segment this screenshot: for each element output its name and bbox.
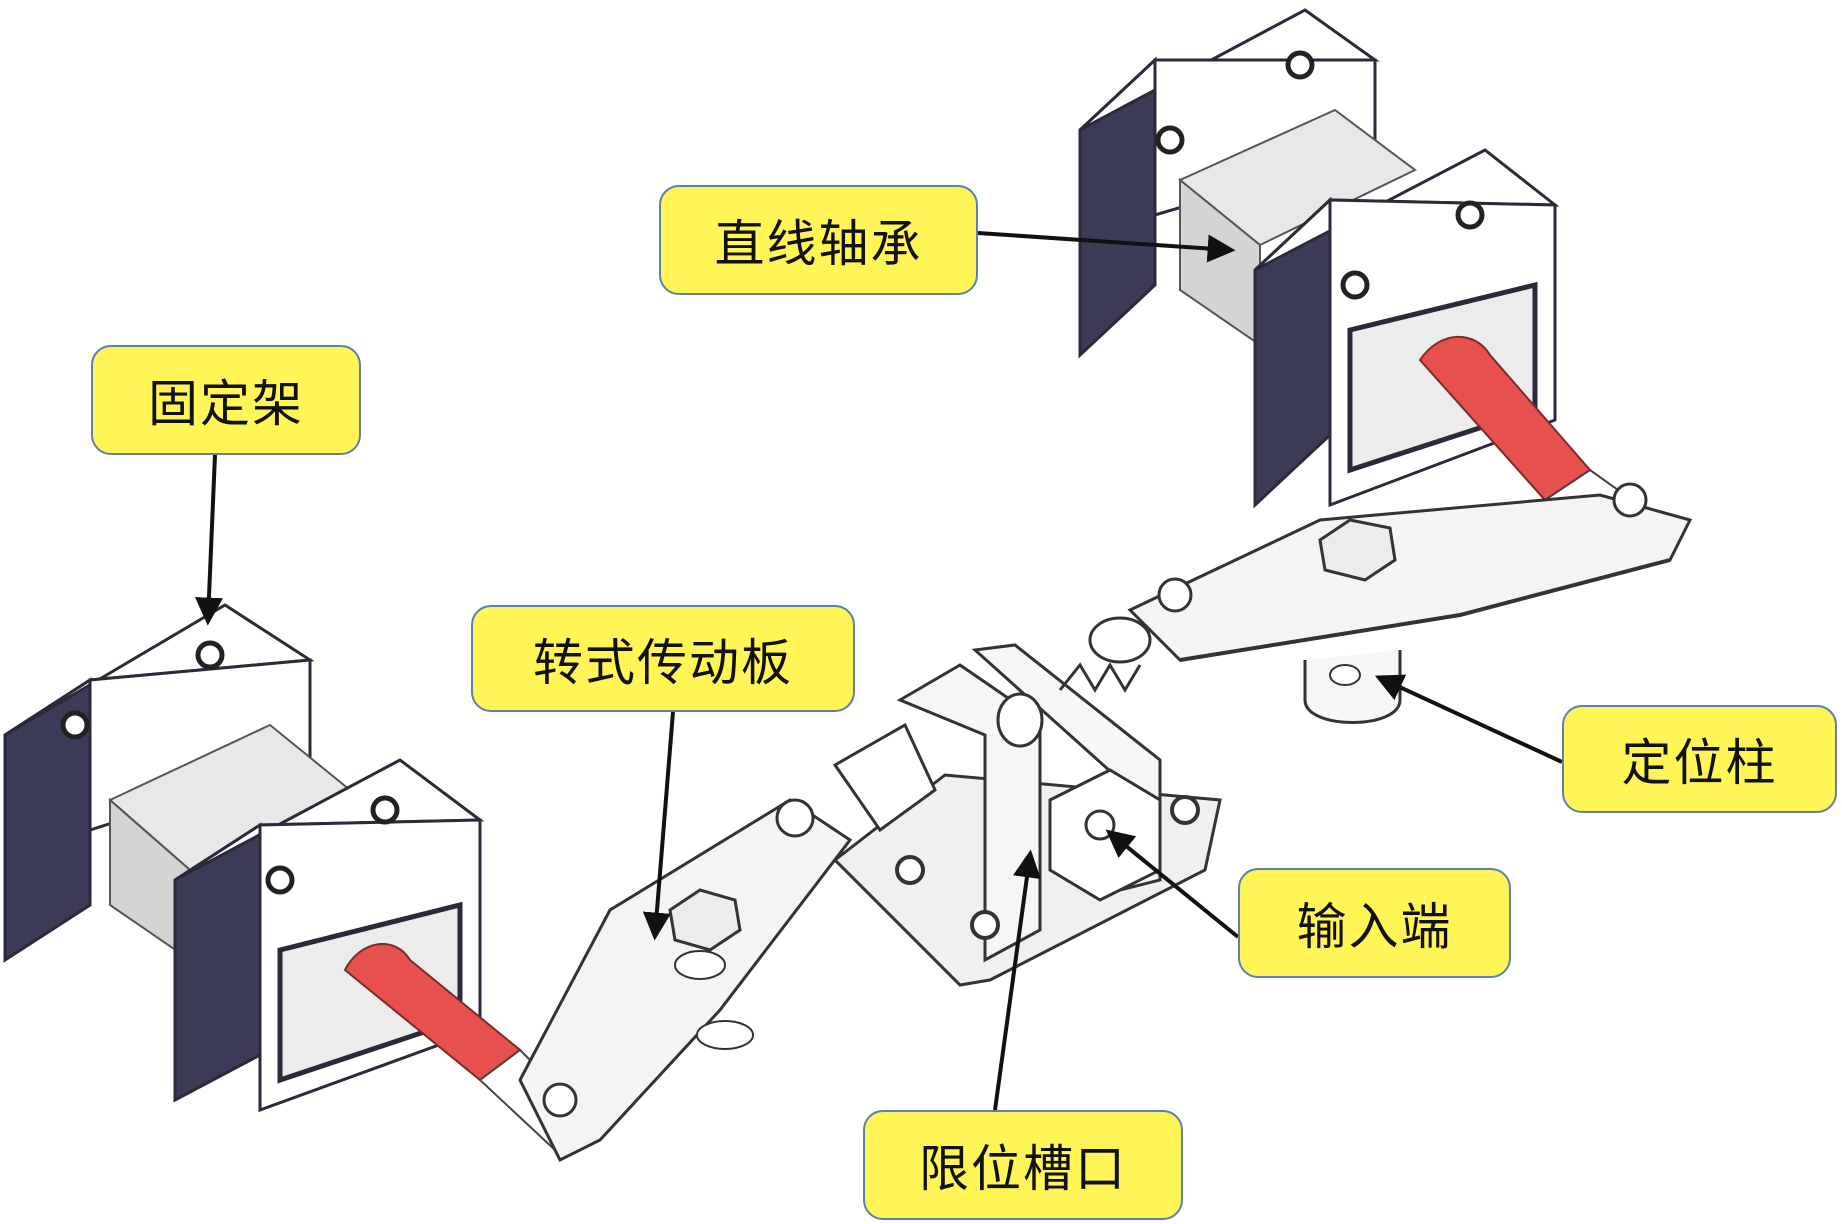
screw-icon [1285,50,1315,80]
screw-icon [60,710,90,740]
lower-bearing-assembly [3,603,592,1152]
label-input-end: 输入端 [1238,868,1511,978]
arrow-limit-slot [993,849,1041,1111]
lower-drive-plate-body [518,798,853,1163]
hex-bolt-icon [668,888,742,952]
pin-icon [775,798,815,838]
label-rotary-drive-plate: 转式传动板 [471,605,855,712]
screw-icon [1340,270,1370,300]
lower-coupling [832,722,937,833]
upper-drive-plate [1058,482,1693,724]
base-screw-icon [1170,795,1200,825]
washer-icon [674,950,726,980]
upper-bearing-assembly [1078,8,1662,557]
pin-icon [1612,482,1648,518]
callout-arrows [194,231,1563,1111]
upper-coupling-spring [1058,662,1142,693]
screw-icon [1455,200,1485,230]
arrow-fixed-frame [194,454,223,626]
base-screw-icon [970,910,1000,940]
screw-icon [1155,125,1185,155]
upper-locating-post-hole [1329,664,1361,686]
screw-icon [265,865,295,895]
arrow-drive-plate [642,711,675,941]
arrow-locating-post [1374,674,1563,764]
upper-drive-plate-rim [1179,558,1671,662]
screw-icon [195,640,225,670]
label-linear-bearing: 直线轴承 [659,185,978,295]
label-limit-slot: 限位槽口 [863,1110,1183,1220]
hex-bolt-icon [1318,518,1397,582]
coupling-end [996,692,1044,748]
arrow-input-end [1105,829,1240,939]
pin-icon [542,1082,578,1118]
arrow-linear-bearing [977,231,1236,263]
upper-red-shaft [1418,335,1592,502]
pin-icon [1157,577,1193,613]
label-locating-post: 定位柱 [1562,705,1837,813]
lower-drive-plate [518,798,853,1163]
coupling-sleeve [1088,616,1152,664]
screw-icon [370,795,400,825]
upper-locating-post [1303,650,1402,724]
label-fixed-frame: 固定架 [91,345,361,455]
lower-locating-post [696,1020,754,1050]
lower-red-shaft [343,943,522,1082]
central-bracket [832,643,1222,987]
base-screw-icon [895,855,925,885]
